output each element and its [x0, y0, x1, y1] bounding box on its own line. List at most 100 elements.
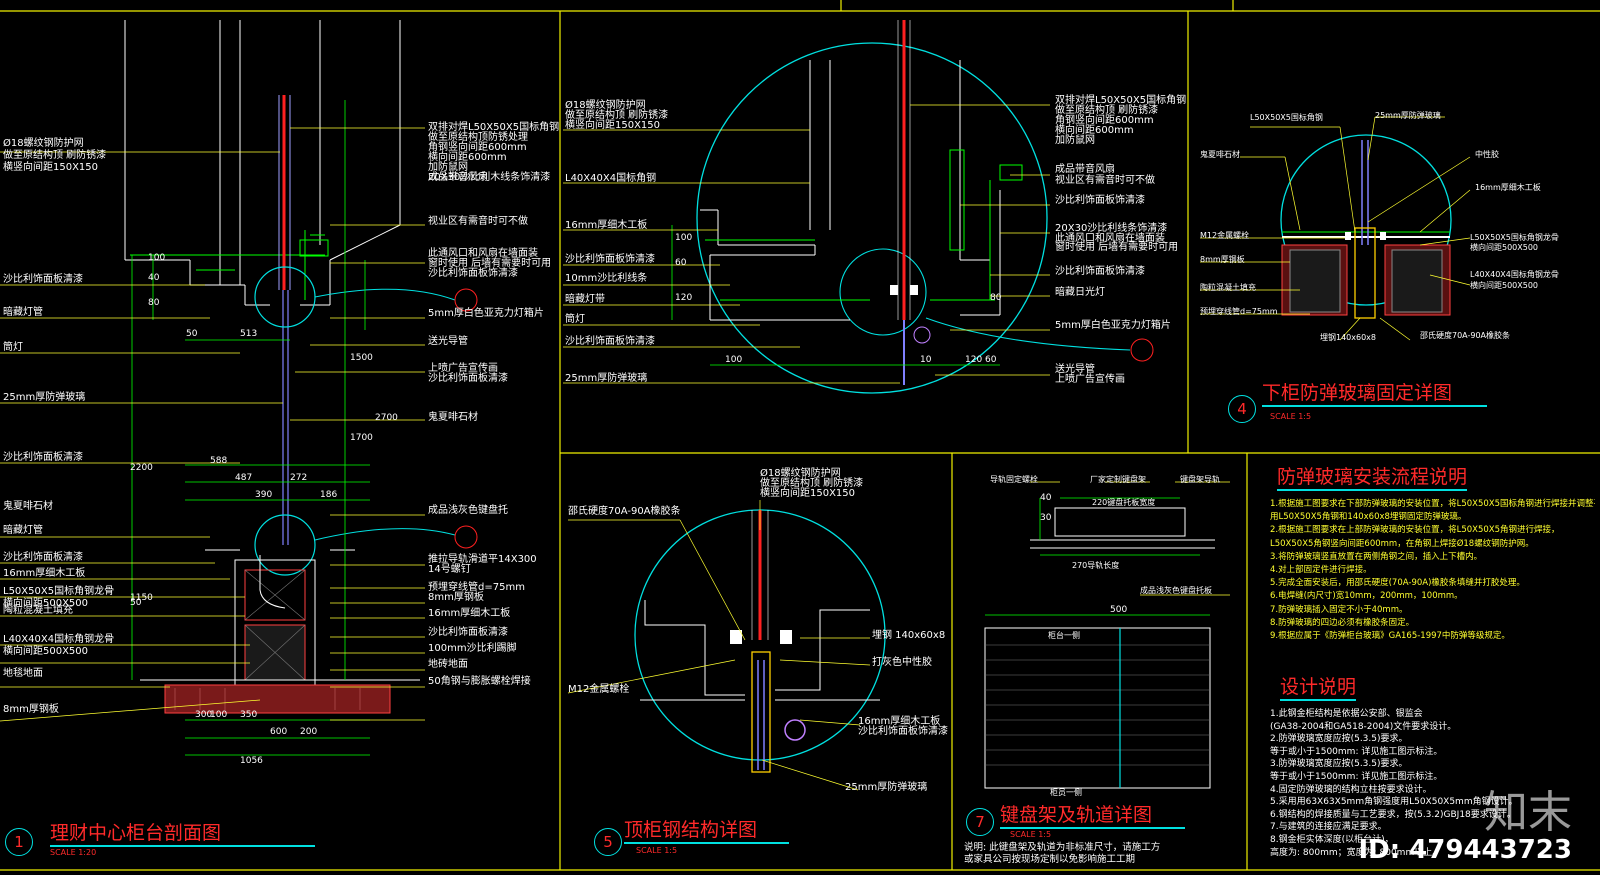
panel-4-label: 鬼夏啡石材 — [1200, 149, 1240, 159]
design-notes-list: 1.此钢金柜结构是依据公安部、银监会 (GA38-2004和GA518-2004… — [1270, 708, 1595, 859]
panel-4-scale: SCALE 1:5 — [1270, 412, 1312, 421]
panel-7-note: 说明: 此键盘架及轨道为非标准尺寸，请施工方 或家具公司按现场定制以免影响施工工… — [964, 842, 1160, 866]
panel-1-dim: 186 — [320, 490, 337, 500]
panel-1-label: 预埋穿线管d=75mm — [428, 580, 525, 593]
top-panel-label: 暗藏灯带 — [565, 292, 605, 305]
top-panel-label: 筒灯 — [565, 312, 585, 325]
panel-7-label: 270导轨长度 — [1072, 560, 1119, 570]
panel-1-label: 横向间距600mm — [428, 150, 507, 163]
install-note-line: 6.电焊缝(内尺寸)宽10mm，200mm，100mm。 — [1270, 591, 1463, 602]
top-panel-label: 上喷广告宣传画 — [1055, 372, 1125, 385]
panel-7-dim: 30 — [1040, 513, 1052, 523]
top-panel-dim: 80 — [990, 293, 1002, 303]
panel-4-title: 下柜防弹玻璃固定详图 — [1262, 378, 1487, 407]
panel-7-label: 柜台一侧 — [1048, 630, 1080, 640]
top-panel-label: 沙比利饰面板饰清漆 — [1055, 264, 1145, 277]
panel-1-label: L40X40X4国标角钢龙骨 — [3, 632, 114, 645]
top-panel-dim: 120 — [965, 355, 982, 365]
panel-1-label: 沙比利饰面板清漆 — [3, 450, 83, 463]
panel-4-label: L50X50X5国标角钢 — [1250, 112, 1323, 122]
design-note-line: 等于或小于1500mm: 详见施工图示标注。 — [1270, 746, 1443, 757]
panel-5-label: 做至原结构顶 刷防锈漆 — [760, 476, 863, 489]
panel-7-number-badge: 7 — [966, 808, 994, 836]
panel-4-label: 16mm厚细木工板 — [1475, 182, 1541, 192]
panel-1-label: 横竖向间距150X150 — [3, 160, 98, 173]
top-panel-dim: 100 — [675, 233, 692, 243]
top-panel-label: 窗时使用 后墙有需要时可用 — [1055, 240, 1178, 253]
panel-5-label: 沙比利饰面板饰清漆 — [858, 724, 948, 737]
design-note-line: (GA38-2004和GA518-2004)文件要求设计。 — [1270, 721, 1457, 732]
panel-7-note-line: 说明: 此键盘架及轨道为非标准尺寸，请施工方 — [964, 842, 1161, 853]
install-note-line: 4.对上部固定件进行焊接。 — [1270, 565, 1372, 576]
panel-7-label: 导轨固定螺栓 — [990, 474, 1038, 484]
panel-7-label: 键盘架导轨 — [1180, 474, 1220, 484]
panel-1-dim: 50 — [186, 329, 198, 339]
panel-1-label: Ø18螺纹钢防护网 — [3, 136, 84, 149]
design-note-line: 7.与建筑的连接应满足要求。 — [1270, 822, 1387, 833]
panel-5-label: Ø18螺纹钢防护网 — [760, 466, 841, 479]
design-note-line: 8.钢金柜实体深度(以柜台计)， — [1270, 834, 1394, 845]
top-panel-label: 20X30沙比利线条饰清漆 — [1055, 221, 1167, 234]
panel-1-dim: 600 — [270, 727, 287, 737]
panel-7-label: 厂家定制键盘架 — [1090, 474, 1146, 484]
panel-1-label: 鬼夏啡石材 — [3, 499, 53, 512]
panel-1-dim: 1500 — [350, 353, 373, 363]
panel-4-label: M12金属螺栓 — [1200, 230, 1249, 240]
install-note-line: 5.完成全面安装后，用邵氏硬度(70A-90A)橡胶条填缝并打胶处理。 — [1270, 578, 1525, 589]
panel-1-label: 视业区有需音时可不做 — [428, 214, 528, 227]
design-note-line: 2.防弹玻璃宽度应按(5.3.5)要求。 — [1270, 734, 1408, 745]
panel-1-section-drawing — [0, 20, 478, 756]
panel-1-dim: 272 — [290, 473, 307, 483]
top-panel-label: 视业区有需音时可不做 — [1055, 173, 1155, 186]
panel-1-label: 沙比利饰面板清漆 — [3, 550, 83, 563]
panel-1-dim: 1700 — [350, 433, 373, 443]
panel-4-number-badge: 4 — [1228, 395, 1256, 423]
panel-1-scale: SCALE 1:20 — [50, 848, 97, 857]
panel-5-label: 横竖向间距150X150 — [760, 486, 855, 499]
panel-7-label: 柜员一侧 — [1050, 787, 1082, 797]
panel-1-label: 角钢竖向间距600mm — [428, 140, 527, 153]
panel-1-label: 成品浅灰色键盘托 — [428, 503, 508, 516]
panel-4-label: L50X50X5国标角钢龙骨 — [1470, 232, 1559, 242]
top-panel-label: 沙比利饰面板饰清漆 — [1055, 193, 1145, 206]
panel-7-note-line: 或家具公司按现场定制以免影响施工工期 — [964, 854, 1136, 865]
top-panel-label: 沙比利饰面板饰清漆 — [565, 334, 655, 347]
panel-1-label: 做至原结构顶 刷防锈漆 — [3, 148, 106, 161]
panel-1-label: 100mm沙比利踢脚 — [428, 641, 517, 654]
panel-4-label: 8mm厚钢板 — [1200, 254, 1245, 264]
panel-1-number-badge: 1 — [5, 828, 33, 856]
panel-5-number-badge: 5 — [594, 828, 622, 856]
panel-1-dim: 80 — [148, 298, 160, 308]
panel-1-label: L50X50X5国标角钢龙骨 — [3, 584, 114, 597]
panel-1-label: 8mm厚钢板 — [3, 702, 59, 715]
panel-1-label: 50角钢与膨胀螺栓焊接 — [428, 674, 531, 687]
design-note-line: 6.钢结构的焊接质量与工艺要求，按(5.3.2)GBJ18要求设计。 — [1270, 809, 1516, 820]
panel-top-detail-drawing — [563, 20, 1154, 394]
top-panel-label: 成品带音风扇 — [1055, 162, 1115, 175]
panel-5-label: 埋钢 140x60x8 — [872, 628, 945, 641]
panel-1-dim: 100 — [148, 253, 165, 263]
panel-1-label: 横向间距500X500 — [3, 644, 88, 657]
install-note-line: 8.防弹玻璃的四边必须有橡胶条固定。 — [1270, 617, 1415, 628]
install-note-line: 3.将防弹玻璃竖直放置在两侧角钢之间，插入上下槽内。 — [1270, 551, 1483, 562]
panel-1-dim: 300 — [195, 710, 212, 720]
panel-1-dim: 40 — [148, 273, 160, 283]
panel-1-dim: 2700 — [375, 413, 398, 423]
install-note-line: 1.根据施工图要求在下部防弹玻璃的安装位置，将L50X50X5国标角钢进行焊接并… — [1270, 499, 1595, 509]
top-panel-dim: 100 — [725, 355, 742, 365]
panel-5-label: 打灰色中性胶 — [872, 655, 932, 668]
watermark-logo: 知末 — [1484, 787, 1572, 838]
panel-1-dim: 487 — [235, 473, 252, 483]
panel-1-label: 上喷广告宣传画 — [428, 361, 498, 374]
install-notes-title: 防弹玻璃安装流程说明 — [1277, 462, 1468, 491]
panel-7-label: 220键盘托板宽度 — [1092, 497, 1155, 507]
panel-1-label: 沙比利饰面板饰清漆 — [428, 266, 518, 279]
panel-7-dim: 40 — [1040, 493, 1052, 503]
panel-1-dim: 200 — [300, 727, 317, 737]
panel-1-label: 沙比利饰面板清漆 — [428, 371, 508, 384]
top-panel-label: 做至原结构顶 刷防锈漆 — [565, 108, 668, 121]
panel-1-label: 鬼夏啡石材 — [428, 410, 478, 423]
panel-1-dim: 350 — [240, 710, 257, 720]
design-note-line: 等于或小于1500mm: 详见施工图示标注。 — [1270, 771, 1443, 782]
